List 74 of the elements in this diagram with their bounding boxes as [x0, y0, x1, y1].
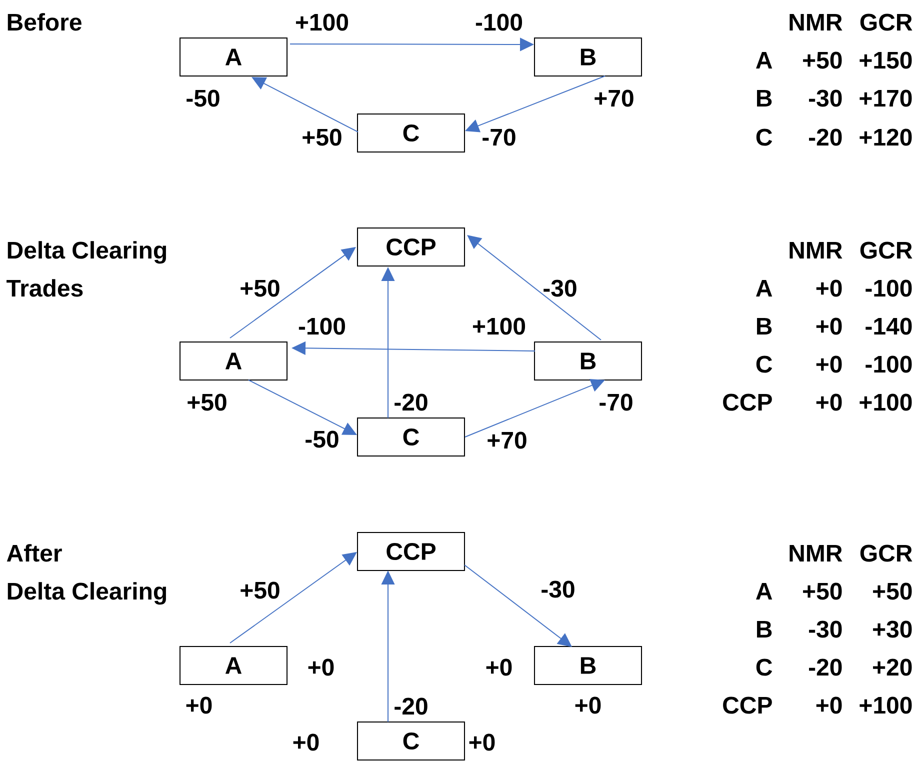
row-header: C	[756, 356, 772, 373]
table-value: +150	[860, 52, 912, 69]
amount-label: -70	[482, 128, 516, 146]
table-value: +170	[860, 90, 912, 107]
amount-label: -100	[298, 318, 346, 335]
column-header: NMR	[790, 242, 842, 258]
amount-label: -20	[394, 394, 428, 411]
section-heading: Before	[8, 13, 82, 31]
arrow	[230, 552, 357, 644]
row-header: CCP	[723, 394, 772, 411]
row-header: B	[757, 90, 772, 106]
amount-label: -30	[544, 280, 576, 297]
table-value: +120	[860, 128, 912, 146]
table-value: +0	[816, 356, 842, 373]
table-value: -100	[866, 356, 912, 373]
amount-label: +0	[469, 734, 495, 751]
amount-label: +70	[488, 432, 526, 449]
table-value: +50	[873, 582, 912, 600]
table-value: -30	[809, 90, 842, 107]
row-header: CCP	[723, 696, 772, 714]
amount-label: +0	[486, 658, 512, 676]
column-header: GCR	[860, 14, 912, 31]
amount-label: +0	[293, 734, 319, 751]
row-header: A	[756, 52, 772, 68]
section-heading: Trades	[6, 279, 83, 297]
entity-box: A	[180, 342, 288, 380]
table-value: +0	[816, 280, 842, 297]
table-value: +50	[803, 582, 842, 600]
table-value: -30	[809, 620, 842, 638]
row-header: C	[756, 658, 772, 676]
entity-box: A	[180, 646, 288, 685]
column-header: NMR	[790, 14, 842, 30]
column-header: NMR	[790, 544, 842, 562]
amount-label: +0	[308, 658, 334, 676]
entity-box: C	[357, 418, 465, 456]
amount-label: -20	[394, 698, 428, 715]
table-value: -20	[809, 128, 842, 146]
arrow	[467, 235, 602, 340]
amount-label: +50	[302, 128, 342, 146]
row-header: B	[757, 620, 772, 638]
table-value: -100	[866, 280, 912, 297]
table-value: +0	[816, 696, 842, 714]
entity-box: CCP	[357, 532, 465, 571]
entity-box: B	[534, 342, 642, 380]
row-header: A	[756, 280, 772, 296]
amount-label: +50	[240, 280, 280, 297]
arrow	[230, 247, 356, 338]
amount-label: -70	[600, 394, 632, 411]
amount-label: +70	[594, 90, 634, 107]
amount-label: -50	[306, 430, 338, 448]
entity-box: CCP	[357, 228, 465, 266]
table-value: +0	[816, 318, 842, 335]
table-value: +20	[873, 658, 912, 676]
row-header: C	[756, 128, 772, 146]
section-heading: After	[6, 544, 62, 562]
table-value: +50	[803, 52, 842, 69]
row-header: B	[757, 318, 772, 334]
entity-box: C	[357, 114, 465, 152]
entity-box: B	[534, 646, 642, 685]
column-header: GCR	[860, 242, 912, 259]
table-value: +100	[860, 394, 912, 411]
entity-box: B	[534, 38, 642, 76]
table-value: +100	[860, 696, 912, 714]
table-value: +0	[816, 394, 842, 411]
table-value: -20	[809, 658, 842, 676]
entity-box: C	[357, 722, 465, 760]
amount-label: -30	[542, 580, 574, 598]
arrow	[464, 564, 572, 647]
table-value: +30	[873, 620, 912, 638]
amount-label: +50	[240, 582, 280, 599]
column-header: GCR	[860, 544, 912, 562]
entity-box: A	[180, 38, 288, 76]
row-header: A	[756, 582, 772, 600]
table-value: -140	[866, 318, 912, 335]
